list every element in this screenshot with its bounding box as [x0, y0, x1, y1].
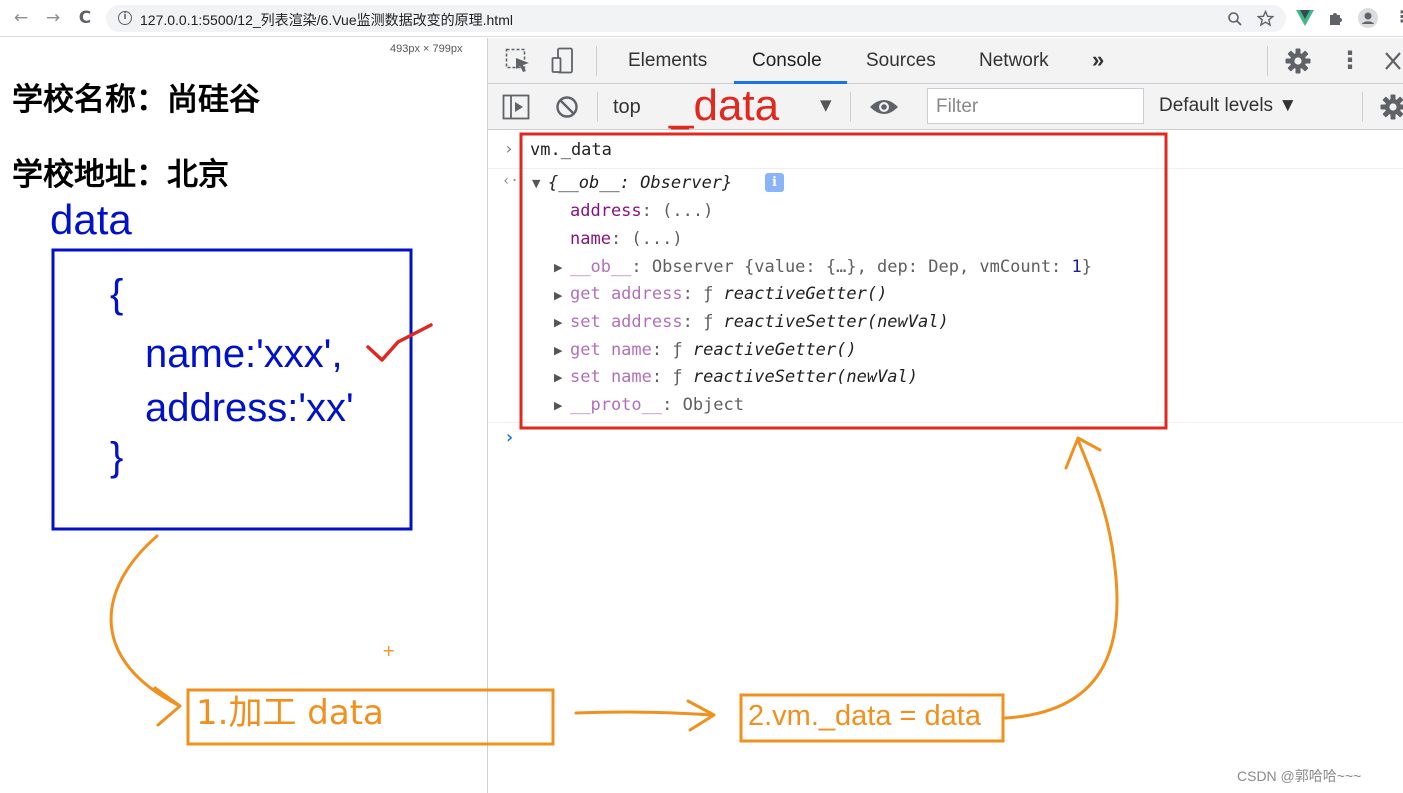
- expand-triangle-icon[interactable]: ▶: [554, 344, 563, 357]
- annotation-brace-close: }: [110, 435, 124, 479]
- prop-ob[interactable]: __ob__: Observer {value: {…}, dep: Dep, …: [570, 257, 1093, 277]
- expand-triangle-icon[interactable]: ▶: [554, 261, 563, 274]
- browser-toolbar: ← → C i 127.0.0.1:5500/12_列表渲染/6.Vue监测数据…: [0, 0, 1403, 37]
- console-result-box: [519, 132, 1168, 430]
- url-text: 127.0.0.1:5500/12_列表渲染/6.Vue监测数据改变的原理.ht…: [140, 12, 513, 28]
- zoom-icon[interactable]: [1227, 11, 1243, 27]
- profile-icon[interactable]: [1358, 8, 1378, 28]
- arrow-curve-1: [109, 534, 180, 707]
- watermark: CSDN @郭哈哈~~~: [1237, 768, 1362, 784]
- viewport-dimensions: 493px × 799px: [390, 43, 463, 55]
- console-row-divider: [488, 422, 1403, 423]
- settings-gear-icon[interactable]: [1285, 48, 1311, 74]
- prop-proto[interactable]: __proto__: Object: [570, 395, 745, 415]
- inspect-element-icon[interactable]: [505, 48, 531, 74]
- step2-box: [739, 693, 1005, 743]
- annotation-underscore-data: _data: [669, 81, 780, 130]
- annotation-plus: +: [382, 641, 396, 660]
- reload-button[interactable]: C: [74, 7, 96, 29]
- prop-set-name[interactable]: set name: ƒ reactiveSetter(newVal): [570, 367, 919, 387]
- annotation-address-line: address:'xx': [145, 386, 354, 430]
- result-arrow-icon: ‹·: [502, 173, 519, 189]
- toolbar-separator: [850, 92, 851, 122]
- console-row-divider: [488, 168, 1403, 169]
- school-name: 学校名称：尚硅谷: [12, 82, 260, 118]
- data-object-box: [51, 248, 413, 531]
- arrowhead-3: [1064, 436, 1102, 470]
- context-dropdown-icon[interactable]: ▼: [820, 96, 832, 114]
- active-tab-indicator: [734, 81, 847, 84]
- puzzle-icon[interactable]: [1327, 9, 1345, 27]
- console-filter-input[interactable]: Filter: [927, 88, 1144, 124]
- tab-network[interactable]: Network: [979, 50, 1049, 71]
- prop-get-address[interactable]: get address: ƒ reactiveGetter(): [570, 284, 888, 304]
- clear-console-icon[interactable]: [555, 95, 579, 119]
- tab-console[interactable]: Console: [752, 50, 822, 71]
- toolbar-separator: [597, 92, 598, 122]
- arrow-line-2: [574, 710, 714, 717]
- info-icon[interactable]: i: [118, 11, 132, 25]
- arrowhead-1: [153, 686, 182, 727]
- console-prompt-icon[interactable]: ›: [504, 427, 515, 448]
- menu-kebab-icon[interactable]: ⋮: [1394, 7, 1403, 26]
- prop-address[interactable]: address: (...): [570, 201, 714, 221]
- expand-triangle-icon[interactable]: ▶: [554, 316, 563, 329]
- panel-divider[interactable]: [487, 38, 488, 793]
- check-mark-icon: [366, 323, 433, 362]
- devtools-tabbar: Elements Console Sources Network » ⋮: [488, 38, 1403, 84]
- tab-separator: [596, 46, 597, 76]
- expand-triangle-open-icon[interactable]: ▼: [532, 177, 541, 190]
- device-toolbar-icon[interactable]: [551, 47, 577, 75]
- close-devtools-icon[interactable]: [1384, 51, 1402, 71]
- annotation-name-line: name:'xxx',: [145, 332, 343, 376]
- log-levels-dropdown[interactable]: Default levels ▼: [1159, 95, 1298, 116]
- eye-icon[interactable]: [869, 98, 899, 116]
- annotation-brace-open: {: [110, 272, 124, 316]
- more-tabs-icon[interactable]: »: [1092, 47, 1105, 72]
- expand-triangle-icon[interactable]: ▶: [554, 371, 563, 384]
- arrow-right-icon: →: [45, 8, 61, 28]
- prop-get-name[interactable]: get name: ƒ reactiveGetter(): [570, 340, 857, 360]
- annotation-step1: 1.加工 data: [196, 693, 384, 733]
- vue-devtools-icon[interactable]: [1296, 10, 1314, 26]
- devtools-menu-icon[interactable]: ⋮: [1338, 46, 1362, 74]
- page-viewport: 493px × 799px 学校名称：尚硅谷 学校地址：北京: [0, 38, 487, 793]
- school-address: 学校地址：北京: [12, 157, 229, 193]
- object-summary[interactable]: {__ob__: Observer}: [548, 173, 733, 193]
- forward-button[interactable]: →: [42, 7, 64, 29]
- star-icon[interactable]: [1257, 10, 1274, 27]
- reload-icon: C: [78, 8, 92, 28]
- prop-set-address[interactable]: set address: ƒ reactiveSetter(newVal): [570, 312, 949, 332]
- info-badge-icon[interactable]: i: [765, 173, 784, 192]
- tab-separator: [1267, 46, 1268, 76]
- arrowhead-2: [686, 699, 716, 732]
- input-prompt-icon: ›: [504, 139, 514, 158]
- prop-name[interactable]: name: (...): [570, 229, 683, 249]
- annotation-data-label: data: [50, 196, 132, 243]
- tab-elements[interactable]: Elements: [628, 50, 708, 71]
- step1-box: [186, 688, 555, 746]
- console-input-line: vm._data: [530, 140, 612, 160]
- toolbar-separator: [1362, 92, 1363, 122]
- console-toolbar: top ▼ Filter Default levels ▼: [488, 84, 1403, 130]
- show-sidebar-icon[interactable]: [502, 94, 530, 120]
- arrow-left-icon: ←: [13, 8, 29, 28]
- tab-sources[interactable]: Sources: [866, 50, 936, 71]
- back-button[interactable]: ←: [10, 7, 32, 29]
- arrow-curve-3: [1003, 438, 1119, 720]
- expand-triangle-icon[interactable]: ▶: [554, 289, 563, 302]
- expand-triangle-icon[interactable]: ▶: [554, 399, 563, 412]
- address-bar[interactable]: i 127.0.0.1:5500/12_列表渲染/6.Vue监测数据改变的原理.…: [106, 5, 1286, 32]
- context-selector[interactable]: top: [613, 96, 641, 118]
- console-settings-icon[interactable]: [1380, 94, 1403, 120]
- annotation-step2: 2.vm._data = data: [748, 700, 981, 732]
- devtools-panel: Elements Console Sources Network » ⋮: [488, 38, 1403, 793]
